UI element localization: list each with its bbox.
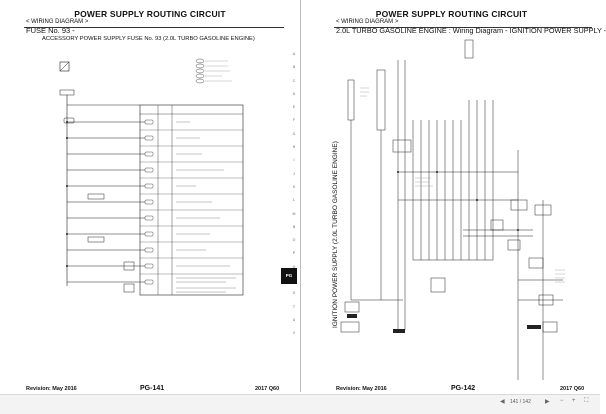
zoom-out-icon[interactable]: − — [560, 398, 564, 404]
fuse-wiring-diagram — [59, 58, 244, 296]
page-indicator: 141 / 142 — [510, 399, 531, 405]
vertical-diagram-title: IGNITION POWER SUPPLY (2.0L TURBO GASOLI… — [332, 141, 339, 328]
fuse-symbol — [59, 61, 70, 72]
page-title: POWER SUPPLY ROUTING CIRCUIT — [375, 9, 528, 19]
index-letters: A B C D E F G H I J K L M N O P Q R S T … — [292, 52, 296, 336]
fuse-box-label — [59, 89, 75, 96]
diagram-title: 2.0L TURBO GASOLINE ENGINE : Wiring Diag… — [336, 26, 606, 35]
viewer-toolbar — [0, 394, 600, 414]
document-page-right: POWER SUPPLY ROUTING CIRCUIT < WIRING DI… — [303, 0, 606, 392]
page-title: POWER SUPPLY ROUTING CIRCUIT — [74, 9, 226, 19]
title-rule — [24, 27, 284, 28]
diagram-subtitle: ACCESSORY POWER SUPPLY FUSE No. 93 (2.0L… — [42, 36, 255, 42]
pg-section-tab[interactable]: PG — [281, 268, 297, 284]
connector-table — [139, 104, 244, 296]
section-label: < WIRING DIAGRAM > — [26, 19, 89, 25]
fuse-title: FUSE No. 93 - — [26, 26, 75, 35]
fullscreen-icon[interactable]: ⛶ — [584, 398, 589, 404]
revision-label: Revision: May 2016 — [336, 386, 387, 392]
next-page-icon[interactable]: ▶ — [545, 399, 550, 405]
ignition-wiring-diagram — [340, 39, 565, 380]
section-label: < WIRING DIAGRAM > — [336, 19, 399, 25]
document-page-left: POWER SUPPLY ROUTING CIRCUIT < WIRING DI… — [0, 0, 301, 392]
model-label: 2017 Q60 — [255, 386, 280, 392]
legend — [195, 58, 232, 84]
page-number: PG-141 — [140, 385, 165, 392]
revision-label: Revision: May 2016 — [26, 386, 77, 392]
zoom-in-icon[interactable]: + — [572, 398, 576, 404]
page-number: PG-142 — [451, 385, 476, 392]
joint-connectors — [87, 193, 135, 293]
prev-page-icon[interactable]: ◀ — [500, 399, 505, 405]
model-label: 2017 Q60 — [560, 386, 585, 392]
title-rule — [334, 27, 592, 28]
fuse-connector — [63, 117, 75, 124]
